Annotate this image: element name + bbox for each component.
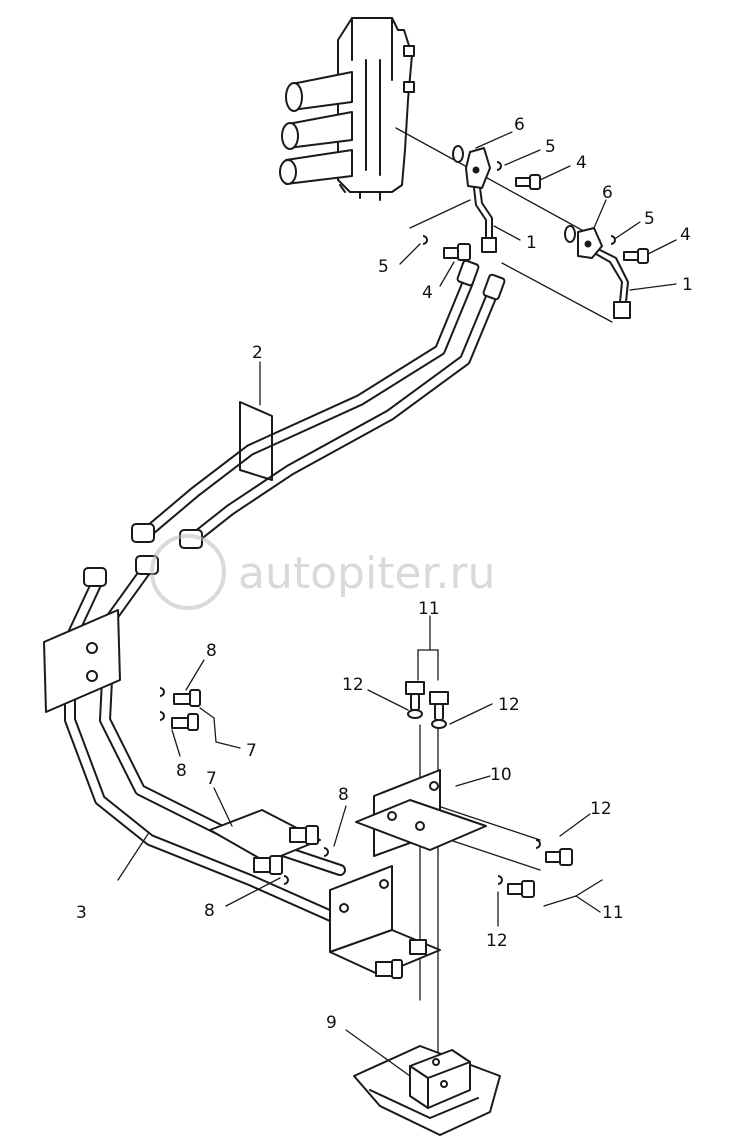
leader-lines: [117, 131, 677, 1077]
callout-2: 2: [252, 343, 263, 363]
watermark-logo-icon: [150, 534, 226, 610]
hoses-item-2: [131, 259, 506, 549]
callout-12-upper-right: 12: [498, 695, 520, 715]
callout-10: 10: [490, 765, 512, 785]
callout-8-bottom: 8: [204, 901, 215, 921]
clamp-plate-left: [43, 609, 201, 731]
callout-6-lower: 6: [602, 183, 613, 203]
bolts-right-11-12: [497, 839, 573, 898]
callout-11-upper: 11: [418, 599, 440, 619]
pipe-item-1: [473, 187, 631, 319]
callout-3: 3: [76, 903, 87, 923]
callout-8-upper-left: 8: [206, 641, 217, 661]
bolts-upper-11-12: [405, 681, 449, 729]
watermark-text: autopiter.ru: [238, 548, 496, 599]
upper-flange-group: [452, 145, 541, 190]
callout-7-lower: 7: [206, 769, 217, 789]
base-bracket-item-9: [353, 1045, 501, 1136]
callout-1-upper: 1: [526, 233, 537, 253]
callout-11-right: 11: [602, 903, 624, 923]
callout-6-upper: 6: [514, 115, 525, 135]
callout-4-upper: 4: [576, 153, 587, 173]
bracket-item-10: [355, 769, 487, 857]
hoses-item-3: [64, 555, 346, 926]
lower-flange-group: [564, 225, 649, 264]
callout-12-bottom: 12: [486, 931, 508, 951]
callout-labels: 6 5 4 6 5 4 1 5 4 1 2 8 7 8 11 12 12 7 8…: [76, 115, 693, 1033]
callout-1-lower: 1: [682, 275, 693, 295]
callout-4-left: 4: [422, 283, 433, 303]
callout-8-lower-mid: 8: [338, 785, 349, 805]
callout-12-upper-left: 12: [342, 675, 364, 695]
bolt-washer-left: [422, 235, 471, 261]
control-valve: [279, 17, 415, 201]
callout-12-right: 12: [590, 799, 612, 819]
bracket-lower: [329, 865, 441, 979]
clamp-plate-lower: [209, 809, 329, 885]
callout-8-lower-left: 8: [176, 761, 187, 781]
callout-4-lower: 4: [680, 225, 691, 245]
callout-7-left: 7: [246, 741, 257, 761]
callout-5-upper: 5: [545, 137, 556, 157]
callout-9: 9: [326, 1013, 337, 1033]
callout-5-lower: 5: [644, 209, 655, 229]
callout-5-left: 5: [378, 257, 389, 277]
watermark: autopiter.ru: [150, 534, 496, 610]
